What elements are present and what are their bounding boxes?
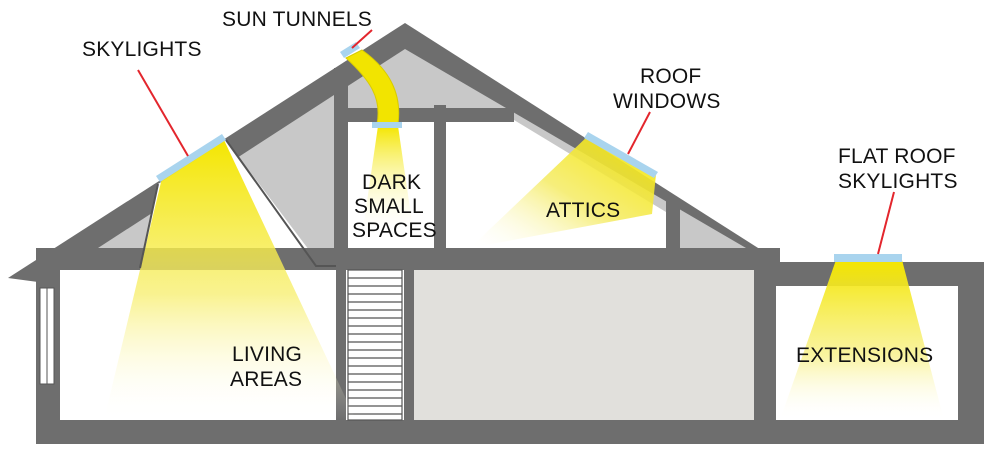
label-extensions: EXTENSIONS <box>796 344 933 367</box>
attic-knee-wall <box>666 200 680 250</box>
side-window <box>39 287 55 385</box>
label-skylights: SKYLIGHTS <box>82 38 202 61</box>
sun-tunnel-diffuser <box>372 122 402 128</box>
roof-windows-leader-line <box>627 111 651 155</box>
label-roof-windows-line1: ROOF <box>640 65 701 88</box>
flat-roof-skylights-leader-line <box>877 191 895 255</box>
label-living-line2: AREAS <box>230 368 302 391</box>
label-flat-roof-line1: FLAT ROOF <box>838 145 956 168</box>
skylights-leader-line <box>137 69 189 157</box>
staircase <box>347 269 403 421</box>
skylight-glass <box>156 134 226 182</box>
label-sun-tunnels: SUN TUNNELS <box>222 8 372 31</box>
label-dark-line1: DARK <box>362 171 421 194</box>
label-roof-windows-line2: WINDOWS <box>613 90 721 113</box>
attic-knee <box>680 222 712 248</box>
vaulted-ceiling-line <box>139 183 159 269</box>
tunnel-partition-right <box>434 105 446 250</box>
label-dark-line2: SMALL <box>354 195 424 218</box>
tunnel-partition-left <box>334 68 348 250</box>
label-dark-line3: SPACES <box>352 219 437 242</box>
label-flat-roof-line2: SKYLIGHTS <box>838 170 958 193</box>
label-attics: ATTICS <box>546 199 620 222</box>
interior-room <box>414 270 754 420</box>
vaulted-ceiling-line-right <box>225 139 336 267</box>
sun-tunnel-light-beam <box>362 126 414 236</box>
roof-window-light-beam <box>470 134 656 248</box>
roof-window-glass <box>584 132 658 178</box>
skylight-light-beam <box>104 140 356 420</box>
label-living-line1: LIVING <box>232 343 302 366</box>
loft-floor-beam <box>334 108 514 122</box>
flat-skylight-light-beam <box>780 260 944 420</box>
flat-roof-skylight-glass <box>834 254 902 262</box>
sun-tunnels-leader-line <box>351 29 373 49</box>
